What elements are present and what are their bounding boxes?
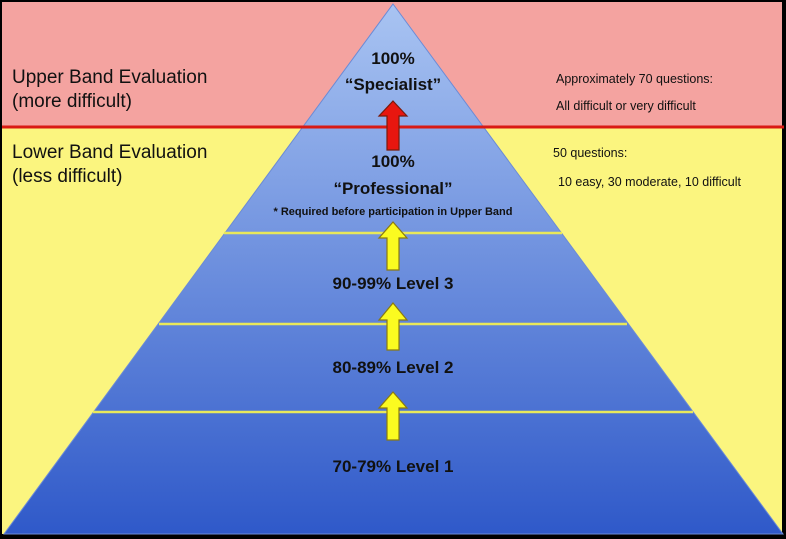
lower-band-title-line1: Lower Band Evaluation xyxy=(12,142,208,163)
up-arrow-icon xyxy=(377,302,409,351)
level1-label: 70-79% Level 1 xyxy=(332,457,454,476)
professional-percent: 100% xyxy=(371,152,415,171)
specialist-percent: 100% xyxy=(371,49,415,68)
professional-title: “Professional” xyxy=(333,179,453,198)
upper-band-note-line2: All difficult or very difficult xyxy=(556,99,696,113)
upper-band-title-line2: (more difficult) xyxy=(12,91,133,112)
upper-band-title: Upper Band Evaluation (more difficult) xyxy=(12,66,207,114)
professional-requirement-note: * Required before participation in Upper… xyxy=(273,206,513,218)
up-arrow-icon xyxy=(377,100,409,151)
lower-band-note-line2: 10 easy, 30 moderate, 10 difficult xyxy=(558,175,741,189)
level3-label: 90-99% Level 3 xyxy=(332,274,454,293)
specialist-title: “Specialist” xyxy=(344,75,442,94)
upper-band-note-line1: Approximately 70 questions: xyxy=(556,72,714,86)
lower-band-note-line1: 50 questions: xyxy=(553,146,628,160)
level2-label: 80-89% Level 2 xyxy=(332,358,454,377)
up-arrow-icon xyxy=(377,391,409,441)
lower-band-title: Lower Band Evaluation (less difficult) xyxy=(12,141,207,189)
up-arrow-icon xyxy=(377,221,409,271)
lower-band-title-line2: (less difficult) xyxy=(12,166,123,187)
upper-band-title-line1: Upper Band Evaluation xyxy=(12,67,208,88)
